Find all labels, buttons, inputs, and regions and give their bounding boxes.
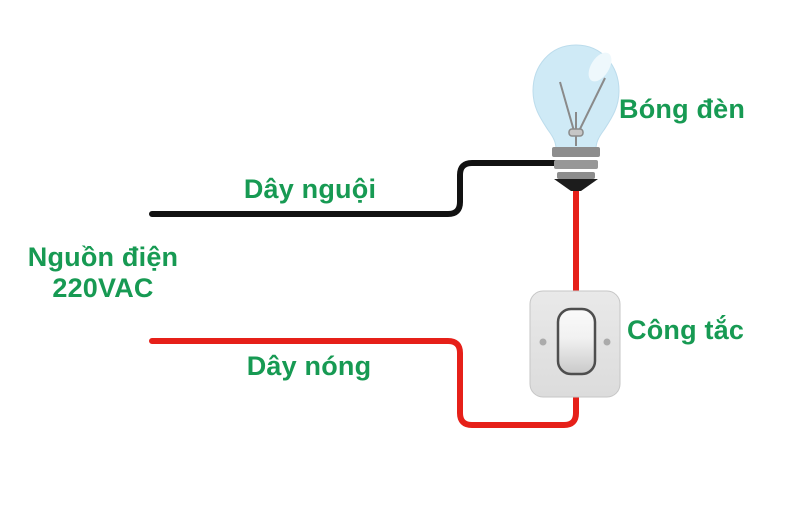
light-bulb bbox=[532, 44, 620, 191]
label-hot-wire: Dây nóng bbox=[246, 351, 372, 381]
label-power-source-line2: 220VAC bbox=[52, 273, 154, 303]
switch-screw-left bbox=[539, 338, 547, 346]
bulb-base-tip bbox=[554, 179, 598, 191]
label-power-source-line1: Nguồn điện bbox=[27, 242, 179, 272]
label-neutral-wire: Dây nguội bbox=[243, 174, 377, 204]
neutral-wire bbox=[149, 160, 558, 217]
switch-screw-right bbox=[603, 338, 611, 346]
hot-wire-source-to-switch bbox=[149, 338, 579, 428]
bulb-base-band-1 bbox=[552, 147, 600, 157]
bulb-glass-highlight bbox=[588, 52, 612, 82]
label-power-source: Nguồn điện 220VAC bbox=[20, 242, 186, 304]
bulb-base-band-3 bbox=[557, 172, 595, 179]
switch-rocker bbox=[556, 307, 597, 376]
filament-right-arm bbox=[578, 77, 606, 132]
label-bulb: Bóng đèn bbox=[619, 94, 746, 124]
filament-left-arm bbox=[559, 81, 575, 132]
bulb-base bbox=[552, 147, 600, 191]
label-switch: Công tắc bbox=[627, 315, 745, 345]
bulb-base-band-2 bbox=[554, 160, 598, 169]
filament-bead bbox=[568, 128, 584, 137]
light-switch bbox=[529, 290, 621, 398]
